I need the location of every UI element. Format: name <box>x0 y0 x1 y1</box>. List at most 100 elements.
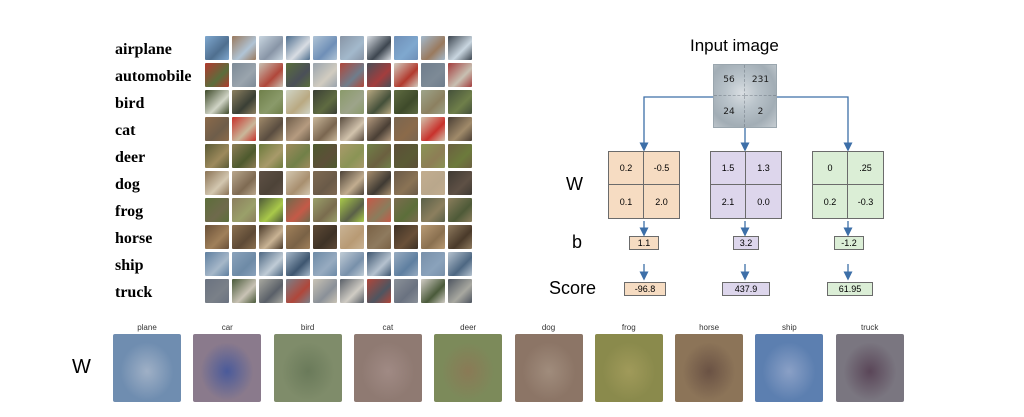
thumbnail-image <box>286 225 310 249</box>
thumbnail-image <box>340 225 364 249</box>
thumbnail-image <box>340 279 364 303</box>
thumbnail-image <box>205 252 229 276</box>
class-label: horse <box>115 230 153 247</box>
thumbnail-image <box>448 144 472 168</box>
template-label: deer <box>460 323 477 332</box>
class-label: ship <box>115 257 144 274</box>
thumbnail-image <box>205 117 229 141</box>
template-image <box>113 334 181 402</box>
template-label: bird <box>300 323 315 332</box>
thumbnail-image <box>232 225 256 249</box>
thumbnail-image <box>232 198 256 222</box>
thumbnail-image <box>448 117 472 141</box>
input-image: 56 231 24 2 <box>713 64 777 128</box>
bias-box-3: -1.2 <box>834 236 864 250</box>
thumbnail-image <box>232 117 256 141</box>
thumbnail-image <box>421 279 445 303</box>
thumbnail-image <box>313 252 337 276</box>
thumbnail-image <box>421 117 445 141</box>
score-box-2: 437.9 <box>722 282 770 296</box>
thumbnail-image <box>232 279 256 303</box>
thumbnail-image <box>367 252 391 276</box>
weight-cell: 0.2 <box>609 152 644 185</box>
thumbnail-image <box>286 198 310 222</box>
weight-cell: -0.3 <box>857 196 874 207</box>
template-image <box>835 334 904 402</box>
thumbnail-image <box>313 279 337 303</box>
thumbnail-image <box>394 90 418 114</box>
thumbnail-image <box>313 171 337 195</box>
thumbnail-image <box>448 225 472 249</box>
thumbnail-image <box>205 279 229 303</box>
thumbnail-image <box>259 144 283 168</box>
weight-cell: -0.5 <box>644 152 679 185</box>
thumbnail-image <box>286 90 310 114</box>
template-image <box>193 334 262 402</box>
thumbnail-image <box>232 36 256 60</box>
thumbnail-image <box>259 117 283 141</box>
template-label: car <box>221 323 233 332</box>
template-image <box>755 334 824 402</box>
class-label: dog <box>115 176 140 193</box>
bias-box-1: 1.1 <box>629 236 659 250</box>
thumbnail-image <box>232 90 256 114</box>
thumbnail-image <box>448 63 472 87</box>
weight-matrix-2: 1.5 1.3 2.1 0.0 <box>710 151 782 219</box>
thumbnail-image <box>205 198 229 222</box>
bias-box-2: 3.2 <box>733 236 759 250</box>
weight-cell: 0 <box>813 152 848 185</box>
weight-cell: 0.0 <box>757 196 770 207</box>
thumbnail-image <box>367 90 391 114</box>
class-label: automobile <box>115 68 192 85</box>
thumbnail-image <box>259 198 283 222</box>
class-label: bird <box>115 95 145 112</box>
thumbnail-image <box>286 36 310 60</box>
template-image <box>353 334 422 402</box>
template-image <box>434 334 503 402</box>
weight-matrix-3: 0 .25 0.2 -0.3 <box>812 151 884 219</box>
class-label: frog <box>115 203 144 220</box>
thumbnail-image <box>340 198 364 222</box>
pixel-value: 231 <box>745 65 776 96</box>
templates-w-label: W <box>72 356 91 378</box>
thumbnail-image <box>367 279 391 303</box>
thumbnail-image <box>205 90 229 114</box>
thumbnail-image <box>313 36 337 60</box>
template-label: plane <box>137 323 157 332</box>
thumbnail-image <box>313 90 337 114</box>
class-label: cat <box>115 122 136 139</box>
thumbnail-image <box>448 252 472 276</box>
thumbnail-image <box>340 117 364 141</box>
template-label: truck <box>861 323 879 332</box>
thumbnail-image <box>286 117 310 141</box>
pixel-value: 56 <box>714 65 745 96</box>
thumbnail-image <box>313 63 337 87</box>
class-label: deer <box>115 149 146 166</box>
thumbnail-image <box>286 171 310 195</box>
template-label: ship <box>782 323 797 332</box>
template-label: cat <box>382 323 394 332</box>
pixel-value: 24 <box>714 96 745 127</box>
thumbnail-image <box>448 279 472 303</box>
thumbnail-image <box>448 90 472 114</box>
weight-cell: 1.3 <box>746 152 781 185</box>
thumbnail-image <box>421 36 445 60</box>
thumbnail-image <box>367 63 391 87</box>
thumbnail-image <box>313 225 337 249</box>
class-label: truck <box>115 284 153 301</box>
w-row-label: W <box>566 174 583 194</box>
thumbnail-image <box>367 225 391 249</box>
template-label: frog <box>621 323 636 332</box>
arrow-input-to-w1 <box>639 96 713 152</box>
thumbnail-image <box>340 144 364 168</box>
weight-matrix-1: 0.2 -0.5 0.1 2.0 <box>608 151 680 219</box>
thumbnail-image <box>259 90 283 114</box>
thumbnail-image <box>421 252 445 276</box>
score-box-1: -96.8 <box>624 282 666 296</box>
weight-cell: 1.5 <box>711 152 746 185</box>
thumbnail-image <box>259 63 283 87</box>
thumbnail-image <box>232 252 256 276</box>
thumbnail-image <box>421 63 445 87</box>
thumbnail-image <box>259 252 283 276</box>
